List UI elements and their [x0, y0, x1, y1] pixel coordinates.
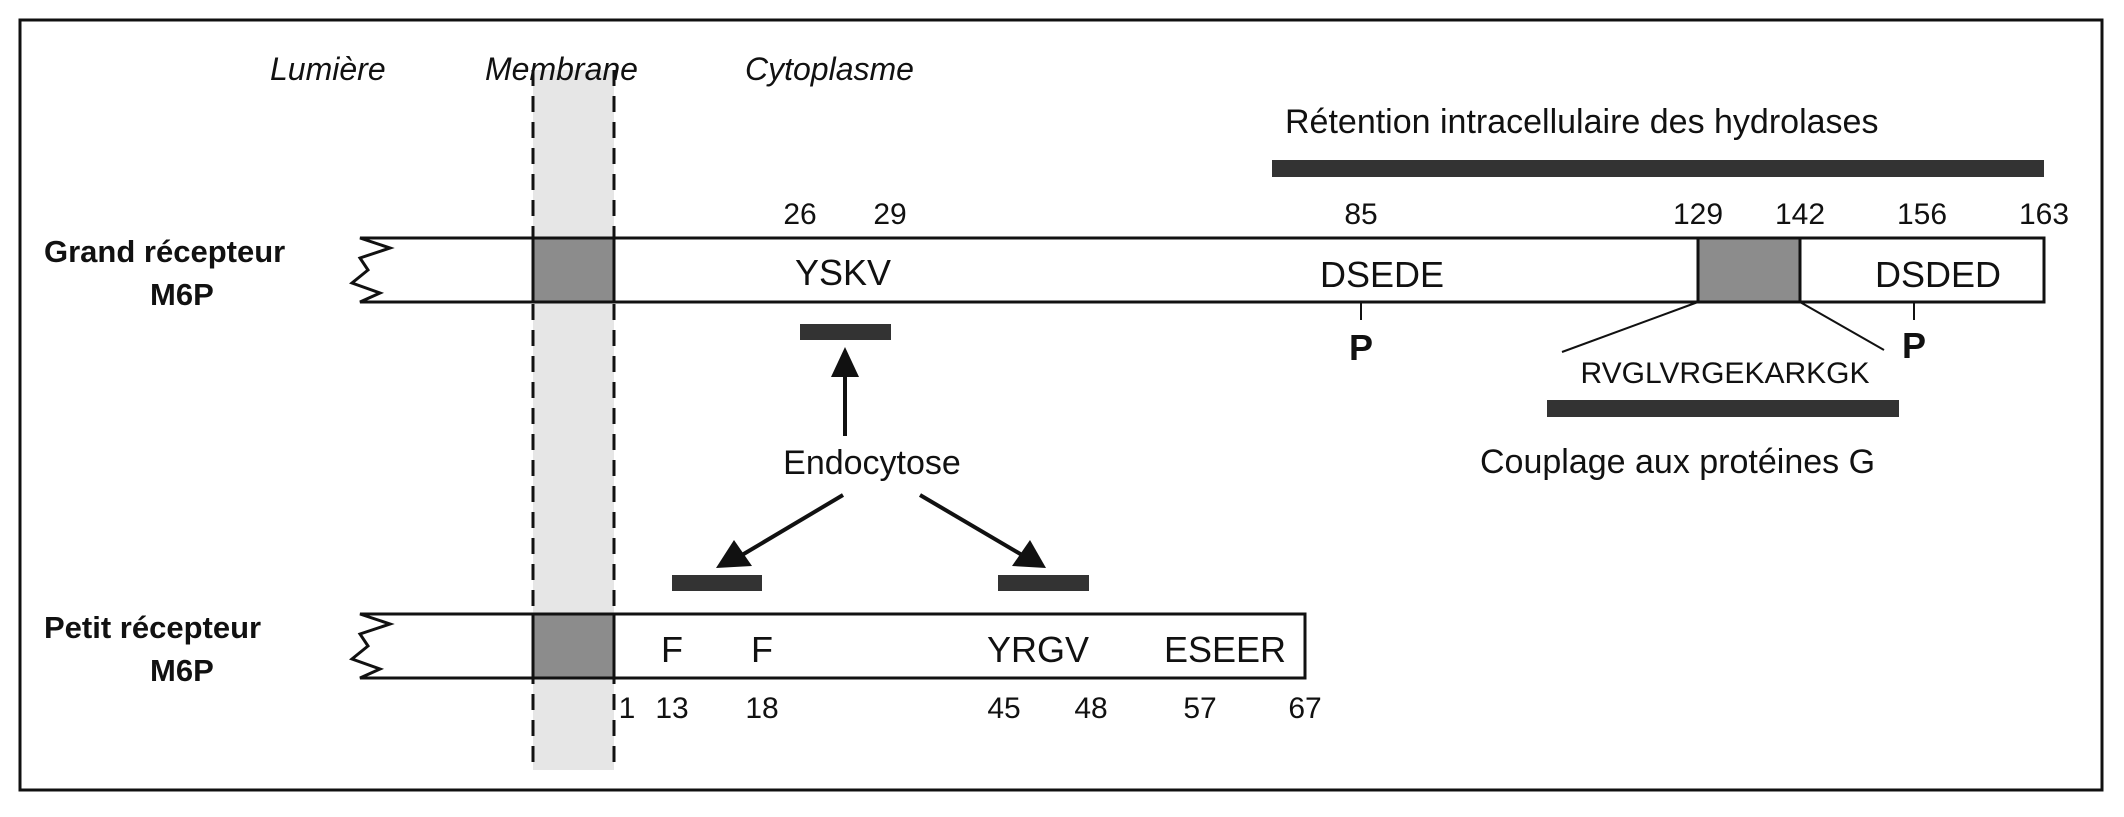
large-position-129: 129	[1673, 198, 1723, 231]
small-position-57: 57	[1183, 692, 1216, 725]
endocytosis-bar-yrgv	[998, 575, 1089, 591]
gprotein-sequence: RVGLVRGEKARKGK	[1581, 357, 1870, 390]
gprotein-bar	[1547, 400, 1899, 417]
small-receptor-tm-domain	[531, 612, 616, 680]
zoom-line-left	[1561, 301, 1699, 353]
motif-dsede: DSEDE	[1320, 254, 1444, 295]
large-position-142: 142	[1775, 198, 1825, 231]
endocytosis-arrow-left-shaft	[740, 493, 845, 557]
endocytosis-label: Endocytose	[783, 444, 961, 482]
large-receptor-bar	[348, 236, 2046, 304]
phospho-label-85: P	[1349, 327, 1373, 368]
small-position-48: 48	[1074, 692, 1107, 725]
endocytosis-arrow-right-shaft	[918, 493, 1024, 557]
phospho-label-156: P	[1902, 325, 1926, 366]
endocytosis-arrow-left-head	[716, 540, 752, 568]
motif-f-18: F	[751, 629, 773, 670]
motif-yskv: YSKV	[795, 252, 891, 293]
motif-eseer: ESEER	[1164, 629, 1286, 670]
large-position-85: 85	[1344, 198, 1377, 231]
motif-yrgv: YRGV	[987, 629, 1089, 670]
endocytosis-arrow-right-head	[1012, 540, 1046, 568]
retention-label: Rétention intracellulaire des hydrolases	[1285, 103, 1878, 141]
large-receptor-label-line1: Grand récepteur	[44, 234, 285, 269]
large-position-156: 156	[1897, 198, 1947, 231]
header-membrane: Membrane	[485, 51, 638, 87]
small-position-13: 13	[655, 692, 688, 725]
zoom-line-right	[1799, 301, 1885, 351]
motif-dsded: DSDED	[1875, 254, 2001, 295]
header-cytoplasm: Cytoplasme	[745, 51, 914, 87]
large-position-26: 26	[783, 198, 816, 231]
large-receptor-label-line2: M6P	[150, 277, 214, 312]
endocytosis-arrow-up-head	[831, 347, 859, 377]
small-receptor-bar	[348, 612, 1307, 680]
large-receptor-gprotein-domain	[1696, 236, 1802, 304]
small-position-45: 45	[987, 692, 1020, 725]
large-position-163: 163	[2019, 198, 2069, 231]
endocytosis-bar-ff	[672, 575, 762, 591]
small-receptor-label-line1: Petit récepteur	[44, 610, 261, 645]
figure-frame	[18, 18, 2104, 792]
gprotein-label: Couplage aux protéines G	[1480, 443, 1875, 481]
header-lumen: Lumière	[270, 51, 386, 87]
large-receptor-tm-domain	[531, 236, 616, 304]
large-position-29: 29	[873, 198, 906, 231]
small-position-67: 67	[1288, 692, 1321, 725]
small-receptor-label-line2: M6P	[150, 653, 214, 688]
small-position-18: 18	[745, 692, 778, 725]
motif-f-13: F	[661, 629, 683, 670]
endocytosis-bar-yskv	[800, 324, 891, 340]
retention-bar	[1272, 160, 2044, 177]
small-position-1: 1	[619, 692, 636, 725]
